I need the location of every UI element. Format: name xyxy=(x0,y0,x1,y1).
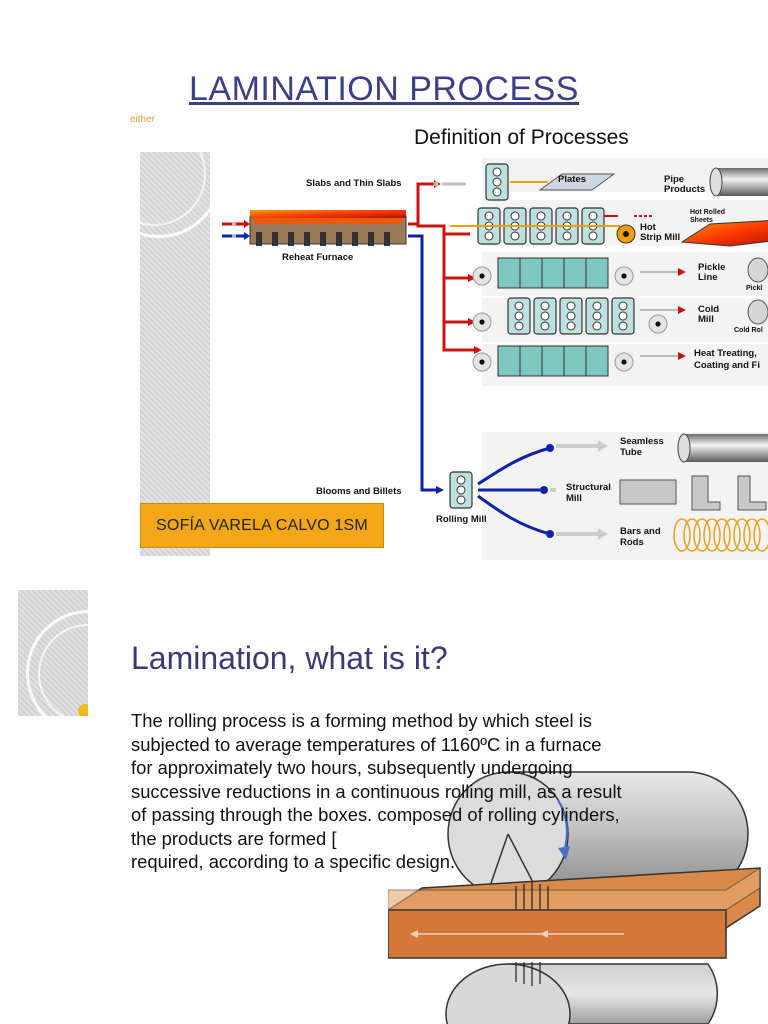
svg-text:Hot Rolled: Hot Rolled xyxy=(690,209,725,216)
page-title: LAMINATION PROCESS xyxy=(189,70,579,108)
svg-text:Hot: Hot xyxy=(640,222,657,233)
svg-text:Coating and Fi: Coating and Fi xyxy=(694,360,760,371)
reheat-furnace-label: Reheat Furnace xyxy=(282,252,353,263)
svg-text:Structural: Structural xyxy=(566,482,611,493)
svg-text:Pickle: Pickle xyxy=(698,262,725,273)
blooms-label: Blooms and Billets xyxy=(316,486,402,497)
svg-text:Sheets: Sheets xyxy=(690,217,713,224)
svg-text:Bars and: Bars and xyxy=(620,526,661,537)
decorative-corner xyxy=(18,590,88,716)
svg-text:Cold Rol: Cold Rol xyxy=(734,327,763,334)
svg-text:Cold: Cold xyxy=(698,304,719,315)
rolling-mill-label: Rolling Mill xyxy=(436,514,487,525)
cold-mill-stands xyxy=(507,297,635,335)
author-name-box: SOFÍA VARELA CALVO 1SM xyxy=(140,503,384,548)
svg-text:Pickl: Pickl xyxy=(746,285,762,292)
svg-text:Tube: Tube xyxy=(620,447,642,458)
either-note: either xyxy=(130,114,156,125)
svg-text:Rods: Rods xyxy=(620,537,644,548)
rolling-cylinders-illustration xyxy=(388,771,761,1024)
description-paragraph: The rolling process is a forming method … xyxy=(131,710,622,872)
svg-text:Mill: Mill xyxy=(566,493,582,504)
svg-text:Line: Line xyxy=(698,272,718,283)
svg-text:Heat Treating,: Heat Treating, xyxy=(694,348,757,359)
decorative-strip xyxy=(140,152,210,556)
diagram-subtitle: Definition of Processes xyxy=(414,126,629,149)
svg-text:Mill: Mill xyxy=(698,314,714,325)
plates-label: Plates xyxy=(558,174,586,185)
svg-text:Products: Products xyxy=(664,184,705,195)
svg-text:Pipe: Pipe xyxy=(664,174,684,185)
slabs-label: Slabs and Thin Slabs xyxy=(306,178,402,189)
process-diagram: Reheat Furnace Slabs and Thin Slabs Plat… xyxy=(222,158,768,560)
svg-text:Strip Mill: Strip Mill xyxy=(640,232,680,243)
section-heading: Lamination, what is it? xyxy=(131,640,448,676)
svg-text:Seamless: Seamless xyxy=(620,436,664,447)
reheat-furnace xyxy=(249,210,407,246)
